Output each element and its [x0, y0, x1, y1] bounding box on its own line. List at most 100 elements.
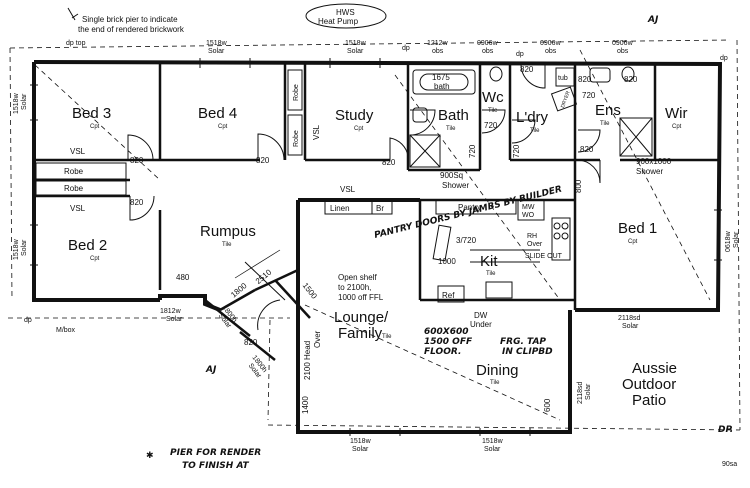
window-size: 1518w: [350, 438, 372, 445]
svg-text:Robe: Robe: [293, 84, 300, 101]
robe-label: Robe: [293, 84, 300, 101]
sink-icon: [485, 281, 513, 299]
door-dim: 720: [582, 91, 596, 100]
window-type: obs: [482, 48, 494, 55]
dishwasher-label: DW: [474, 311, 488, 320]
aj-label-bottom: AJ: [205, 365, 217, 375]
svg-text:1400: 1400: [301, 396, 310, 414]
shelf-note: Open shelf: [338, 273, 377, 282]
svg-text:0618w: 0618w: [725, 230, 732, 252]
door-dim: 820: [520, 65, 534, 74]
room-label-rumpus: Rumpus: [200, 223, 256, 240]
door-dim: 820: [130, 198, 144, 207]
window-size: 1518w: [482, 438, 504, 445]
svg-text:2100 Head: 2100 Head: [303, 341, 312, 380]
hws-label: Heat Pump: [318, 17, 359, 26]
room-label-ldry: L'dry: [516, 109, 549, 126]
vsl-label: VSL: [70, 204, 86, 213]
door-dim: 800: [574, 179, 583, 193]
bath-word-label: bath: [434, 82, 450, 91]
room-label-patio: Outdoor: [622, 376, 676, 393]
door-dim: 820: [624, 75, 638, 84]
room-label-bed3: Bed 3: [72, 105, 111, 122]
room-label-patio: Aussie: [632, 360, 677, 377]
room-sub-kit: Tile: [486, 271, 496, 277]
microwave-label: MW: [522, 204, 535, 211]
svg-text:720: 720: [468, 144, 477, 158]
dim-1500: 1500: [301, 281, 319, 301]
window-size: 0906w: [612, 40, 634, 47]
room-sub-wir: Cpt: [672, 124, 682, 130]
fridge-label: Ref: [442, 291, 455, 300]
room-label-patio: Patio: [632, 392, 666, 409]
tap-note: IN CLIPBD: [502, 347, 553, 357]
floor-note: 1500 OFF: [424, 337, 473, 347]
window-size: 0906w: [540, 40, 562, 47]
svg-text:1518w: 1518w: [13, 92, 20, 114]
broom-label: Br: [376, 204, 384, 213]
window-angled-label: 1800h Solar: [247, 354, 268, 380]
svg-text:720: 720: [512, 144, 521, 158]
dp-label: dp: [24, 317, 32, 324]
star-icon: ✱: [146, 451, 154, 461]
door-dim: 720: [468, 144, 477, 158]
shelf-note: 1000 off FFL: [338, 293, 384, 302]
door-dim: 720: [512, 144, 521, 158]
dryer-label: DRYER: [560, 90, 572, 109]
vsl-label: VSL: [340, 185, 356, 194]
dp-label: dp: [516, 51, 524, 58]
window-side-label: 1518w Solar: [13, 92, 28, 114]
floor-note: FLOOR.: [424, 347, 461, 357]
shower-icon: [409, 134, 441, 168]
svg-text:1518w: 1518w: [13, 238, 20, 260]
pier-note: Single brick pier to indicate: [82, 15, 178, 24]
room-sub-lounge: Tile: [382, 334, 392, 340]
basin-icon-bath: [412, 107, 428, 123]
vsl-label: VSL: [312, 124, 321, 140]
svg-text:DRYER: DRYER: [560, 90, 572, 109]
door-dim: 720: [484, 121, 498, 130]
dp-top-label: dp top: [66, 40, 86, 47]
room-sub-wc: Tile: [488, 108, 498, 114]
room-sub-study: Cpt: [354, 126, 364, 132]
window-type: Solar: [208, 48, 225, 55]
dp-label: dp: [720, 55, 728, 62]
room-sub-dining: Tile: [490, 380, 500, 386]
ensuite-shower-icon: [619, 117, 653, 157]
robe-label: Robe: [293, 130, 300, 147]
dim-2100: 2100 Head: [303, 341, 312, 380]
svg-text:Over: Over: [313, 330, 322, 348]
dim-480: 480: [176, 273, 190, 282]
angled-walls: [204, 261, 311, 361]
dp-right-label: DP.: [718, 425, 733, 435]
door-dim: 820: [256, 156, 270, 165]
room-label-wc: Wc: [482, 89, 504, 106]
window-type: Solar: [166, 316, 183, 323]
window-size: 1518w: [206, 40, 228, 47]
room-sub-bath: Tile: [446, 126, 456, 132]
window-side-label: 0618w Solar: [725, 230, 740, 252]
mbox-label: M/box: [56, 327, 76, 334]
shower-size-label: 900Sq: [440, 171, 463, 180]
svg-text:800: 800: [574, 179, 583, 193]
svg-text:Solar: Solar: [21, 93, 28, 110]
svg-text:Robe: Robe: [293, 130, 300, 147]
room-label-bath: Bath: [438, 107, 469, 124]
linen-label: Linen: [330, 204, 350, 213]
shower-word-label: Shower: [442, 181, 469, 190]
dp-label: dp: [402, 45, 410, 52]
outer-walls: [32, 60, 723, 434]
window-size: 2118sd: [618, 315, 641, 322]
room-label-wir: Wir: [665, 105, 688, 122]
dim-1400: 1400: [301, 396, 310, 414]
fixtures: [409, 66, 653, 303]
room-label-bed4: Bed 4: [198, 105, 237, 122]
tap-note: FRG. TAP: [500, 337, 546, 347]
slide-out-note: SLIDE OUT: [525, 253, 563, 260]
svg-text:Solar: Solar: [585, 383, 592, 400]
pier-note: the end of rendered brickwork: [78, 25, 185, 34]
window-side-label: 1518w Solar: [13, 238, 28, 260]
robes: [35, 69, 303, 196]
rangehood-label: RH: [527, 233, 537, 240]
